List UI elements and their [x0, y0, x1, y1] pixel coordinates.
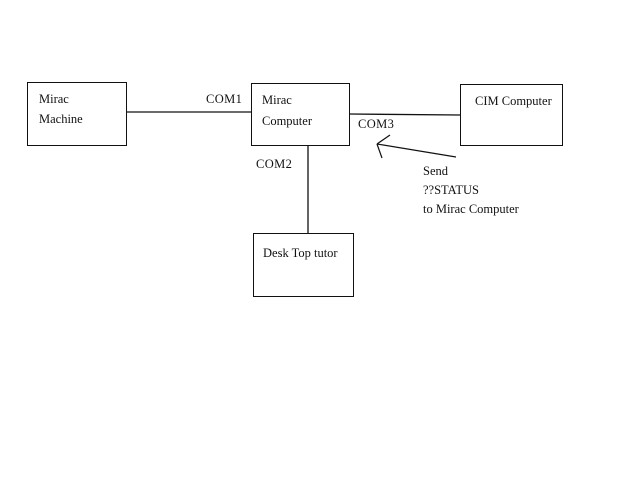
node-mirac-computer-label-line1: Mirac	[262, 93, 292, 107]
annotation-arrow-barb-upper	[376, 134, 391, 145]
node-cim-computer-label: CIM Computer	[475, 94, 552, 108]
label-com2: COM2	[256, 157, 293, 171]
node-mirac-computer: Mirac Computer	[251, 83, 350, 146]
node-cim-computer: CIM Computer	[460, 84, 563, 146]
label-com3: COM3	[358, 117, 395, 131]
label-com1: COM1	[206, 92, 243, 106]
annotation-arrow-barb-lower	[376, 143, 383, 159]
annotation-arrow-icon	[376, 134, 457, 159]
annotation-note: Send ??STATUS to Mirac Computer	[423, 162, 519, 219]
annotation-line-status: ??STATUS	[423, 183, 479, 197]
annotation-line-send: Send	[423, 164, 448, 178]
node-mirac-machine-label-line2: Machine	[39, 112, 83, 126]
node-desk-top-tutor: Desk Top tutor	[253, 233, 354, 297]
node-desk-top-tutor-label: Desk Top tutor	[263, 246, 338, 260]
node-mirac-machine: Mirac Machine	[27, 82, 127, 146]
node-mirac-machine-label-line1: Mirac	[39, 92, 69, 106]
annotation-line-target: to Mirac Computer	[423, 202, 519, 216]
connector-com3-link	[348, 113, 461, 116]
annotation-arrow-shaft	[376, 143, 457, 158]
node-mirac-computer-label-line2: Computer	[262, 114, 312, 128]
